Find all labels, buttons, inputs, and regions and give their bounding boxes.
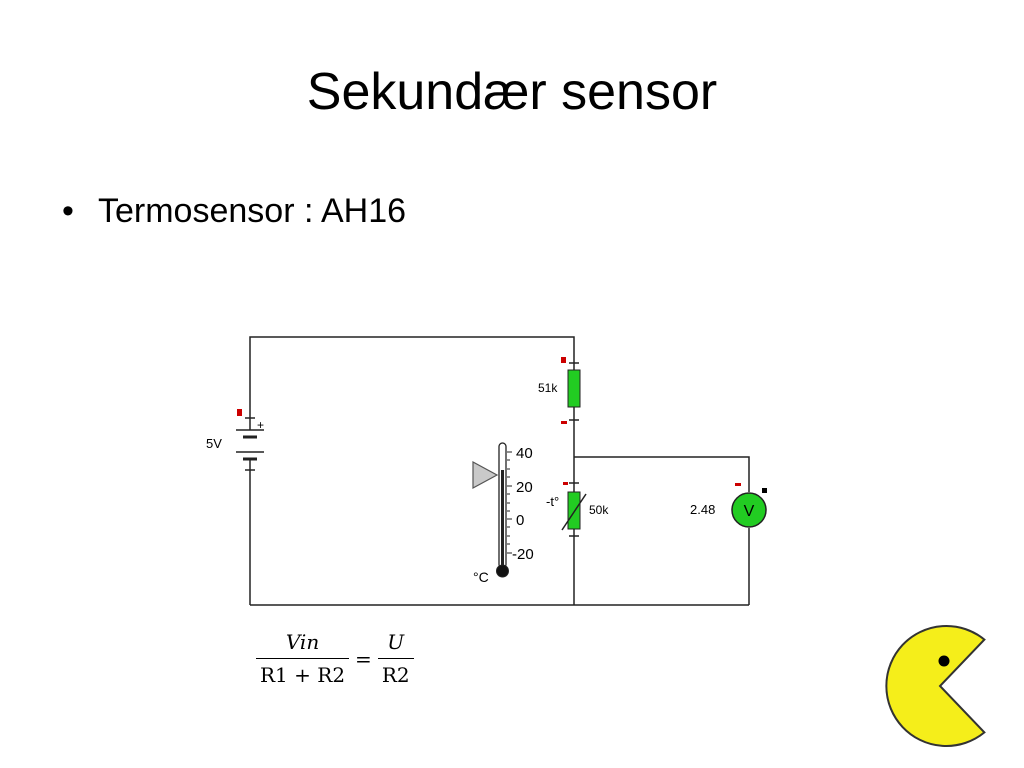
pacman-icon [885, 625, 986, 747]
battery-symbol [236, 407, 264, 478]
formula-denominator-right: R2 [377, 658, 414, 689]
thermometer-pointer [472, 460, 499, 490]
formula-left-fraction: Vin R1 + R2 [256, 628, 350, 689]
voltage-divider-formula: Vin R1 + R2 = U R2 [256, 628, 414, 689]
formula-numerator-left: Vin [285, 630, 320, 654]
formula-right-fraction: U R2 [377, 628, 414, 689]
resistor-marker [561, 357, 566, 363]
wire-left-top [249, 336, 575, 407]
bullet-text: Termosensor : AH16 [98, 192, 407, 230]
voltmeter-reading: 2.48 [690, 502, 715, 517]
thermometer-unit: °C [473, 569, 489, 585]
slide-title: Sekundær sensor [306, 63, 718, 121]
formula-numerator-right: U [387, 630, 405, 654]
thermistor-symbol [561, 478, 587, 540]
thermometer-tick-40: 40 [516, 445, 533, 462]
resistor-label: 51k [538, 381, 558, 395]
voltmeter-marker-right [762, 488, 767, 493]
thermistor-label: 50k [589, 503, 609, 517]
thermometer-tick-20: 20 [516, 479, 533, 496]
resistor-marker-lower [561, 421, 567, 424]
formula-denominator-left: R1 + R2 [256, 658, 350, 689]
thermistor-symbol-label: -t° [546, 494, 559, 509]
thermistor-marker [563, 482, 568, 485]
formula-equals: = [355, 646, 372, 671]
battery-label: 5V [206, 436, 222, 451]
voltmeter-marker [735, 483, 741, 486]
battery-marker [237, 409, 242, 416]
resistor-symbol [567, 357, 581, 425]
thermometer-icon [472, 442, 512, 578]
voltmeter-circle [731, 492, 767, 528]
thermometer-tick-minus20: -20 [512, 546, 534, 563]
battery-plus: + [257, 418, 264, 432]
bullet-item: • Termosensor : AH16 [62, 192, 406, 231]
wire-voltmeter-top [574, 456, 750, 492]
thermometer-tick-0: 0 [516, 512, 524, 529]
voltmeter-symbol: V [744, 503, 755, 520]
bullet-dot-icon: • [62, 192, 74, 230]
